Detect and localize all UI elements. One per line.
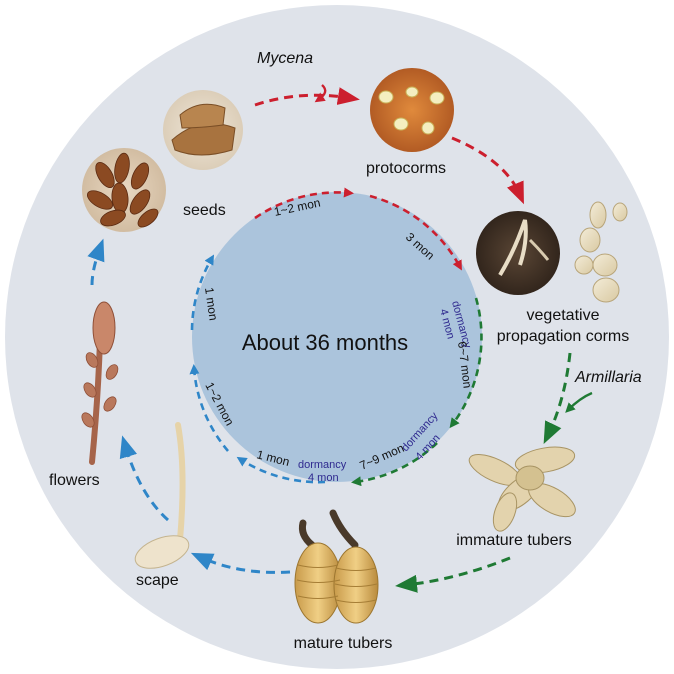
inner-arc-protocorms-to-corms	[369, 194, 462, 271]
label-vegetative-line1: vegetative	[527, 307, 600, 324]
protocorms-image	[370, 68, 454, 152]
outer-arrow-immature-to-mature	[395, 556, 511, 593]
outer-arrow-mature-to-scape	[190, 552, 291, 574]
label-seeds: seeds	[183, 202, 226, 219]
seeds-image	[82, 148, 166, 232]
outer-arrow-seeds-to-protocorms	[254, 87, 360, 107]
outer-arrow-flowers-to-seeds	[87, 238, 105, 286]
duration-corms-to-immature: 6~7 mon	[455, 341, 475, 389]
mycena-pointer-arrow	[314, 84, 327, 103]
seed-capsule-image	[163, 90, 243, 170]
label-mature-tubers: mature tubers	[294, 635, 393, 652]
scape-image	[134, 422, 190, 569]
inner-disc	[192, 192, 482, 482]
flowers-image	[81, 301, 119, 465]
label-scape: scape	[136, 572, 179, 589]
outer-arrow-protocorms-to-corms	[451, 136, 524, 205]
label-flowers: flowers	[49, 472, 100, 489]
mature-tubers-image	[294, 509, 379, 624]
label-armillaria: Armillaria	[574, 369, 642, 386]
duration-flowers-to-seeds: 1 mon	[202, 286, 221, 321]
inner-arc-seeds-to-protocorms	[254, 187, 354, 220]
label-mycena: Mycena	[257, 50, 313, 67]
outer-arrow-scape-to-flowers	[119, 435, 169, 522]
immature-tubers-image	[468, 446, 576, 532]
center-label: About 36 months	[242, 330, 408, 355]
label-vegetative-line2: propagation corms	[497, 328, 630, 345]
armillaria-pointer-arrow	[565, 391, 593, 413]
inner-arc-corms-to-immature	[449, 297, 483, 429]
outer-arrow-corms-to-immature	[543, 352, 572, 444]
label-protocorms: protocorms	[366, 160, 446, 177]
vegetative-corms-image	[476, 201, 628, 303]
dormancy-label-mature: dormancy	[298, 459, 347, 471]
dormancy-duration-mature: 4 mon	[308, 472, 339, 484]
label-immature-tubers: immature tubers	[456, 532, 572, 549]
inner-arc-flowers-to-seeds	[190, 254, 215, 331]
